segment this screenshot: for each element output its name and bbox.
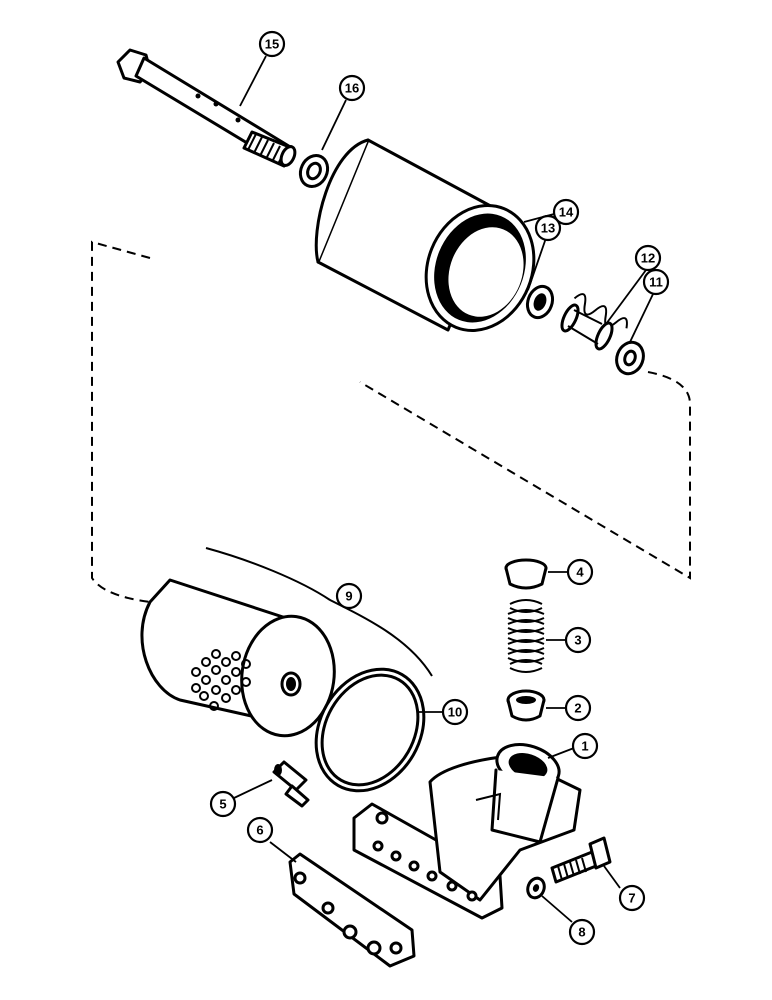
callout-circle xyxy=(564,694,592,722)
callout-circle xyxy=(552,198,580,226)
callout-7: 7 xyxy=(618,884,646,912)
callout-circle xyxy=(534,214,562,242)
callout-number: 16 xyxy=(345,81,359,96)
callout-number: 10 xyxy=(448,705,462,720)
lower-spring-part xyxy=(507,599,545,673)
callout-10: 10 xyxy=(441,698,469,726)
bolt-part xyxy=(550,836,612,884)
canister-part xyxy=(314,138,536,332)
perforation-holes xyxy=(191,649,251,711)
callout-circle xyxy=(618,884,646,912)
callout-circle xyxy=(634,244,662,272)
center-bolt-part xyxy=(116,48,297,168)
callout-number: 2 xyxy=(574,701,581,716)
washer-part-11 xyxy=(615,340,645,376)
upper-spring-part xyxy=(560,293,628,351)
callout-circle xyxy=(246,816,274,844)
callout-circle xyxy=(335,582,363,610)
callout-9: 9 xyxy=(335,582,363,610)
callout-1: 1 xyxy=(571,732,599,760)
callout-number: 4 xyxy=(576,565,584,580)
callout-number: 8 xyxy=(578,925,585,940)
callout-16: 16 xyxy=(338,74,366,102)
callout-2: 2 xyxy=(564,694,592,722)
callout-3: 3 xyxy=(564,626,592,654)
filter-element-part xyxy=(140,547,433,738)
callout-circle xyxy=(258,30,286,58)
callout-circle xyxy=(441,698,469,726)
callout-14: 14 xyxy=(552,198,580,226)
callout-number: 13 xyxy=(541,221,555,236)
callout-circle xyxy=(642,268,670,296)
valve-part xyxy=(504,558,548,590)
callout-5: 5 xyxy=(209,790,237,818)
gasket-part xyxy=(288,852,416,968)
filter-base-part xyxy=(352,743,582,920)
callout-number: 15 xyxy=(265,37,279,52)
callout-number: 1 xyxy=(581,739,588,754)
assembly-dashed-outline xyxy=(91,240,691,603)
callout-circle xyxy=(571,732,599,760)
fitting-part xyxy=(272,760,310,808)
o-ring-part xyxy=(314,667,426,793)
seal-washer-part xyxy=(298,153,330,189)
callout-4: 4 xyxy=(566,558,594,586)
callout-11: 11 xyxy=(642,268,670,296)
retainer-part xyxy=(525,284,555,320)
callout-circle xyxy=(566,558,594,586)
washer-part-8 xyxy=(526,876,546,900)
callout-circle xyxy=(564,626,592,654)
callout-circle xyxy=(568,918,596,946)
callout-8: 8 xyxy=(568,918,596,946)
callout-6: 6 xyxy=(246,816,274,844)
callout-circle xyxy=(338,74,366,102)
callout-12: 12 xyxy=(634,244,662,272)
callout-15: 15 xyxy=(258,30,286,58)
leader-lines xyxy=(233,55,655,923)
callout-number: 14 xyxy=(559,205,574,220)
callout-number: 3 xyxy=(574,633,581,648)
callout-number: 7 xyxy=(628,891,635,906)
callout-13: 13 xyxy=(534,214,562,242)
callout-number: 11 xyxy=(649,275,663,290)
callout-number: 12 xyxy=(641,251,655,266)
callout-number: 5 xyxy=(219,797,226,812)
callout-number: 6 xyxy=(256,823,263,838)
callout-circle xyxy=(209,790,237,818)
valve-seat-part xyxy=(506,689,546,722)
callout-number: 9 xyxy=(345,589,352,604)
